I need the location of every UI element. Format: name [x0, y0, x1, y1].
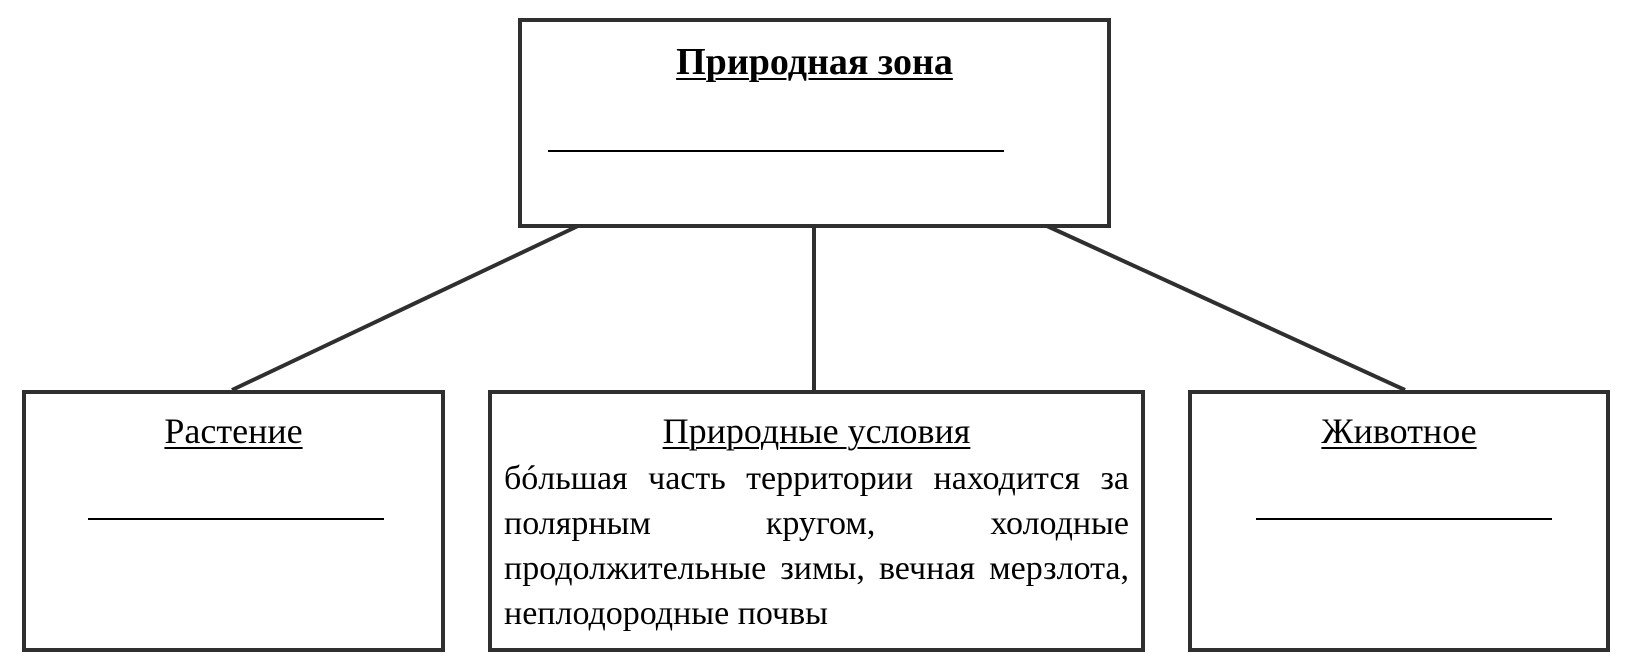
connector-to-animal — [1046, 224, 1406, 392]
animal-box: Животное — [1188, 390, 1610, 652]
natural-zone-title: Природная зона — [676, 41, 953, 83]
natural-conditions-description: бóльшая часть территории находится за по… — [504, 460, 1129, 632]
animal-answer-blank[interactable] — [1256, 518, 1552, 520]
animal-title: Животное — [1321, 411, 1477, 451]
natural-zone-answer-blank[interactable] — [548, 150, 1004, 152]
plant-box: Растение — [22, 390, 445, 652]
natural-conditions-box: Природные условия бóльшая часть территор… — [488, 390, 1145, 652]
connector-to-plant — [231, 224, 579, 392]
plant-answer-blank[interactable] — [88, 518, 384, 520]
plant-title: Растение — [164, 411, 303, 451]
natural-conditions-title: Природные условия — [662, 411, 971, 451]
natural-zone-box: Природная зона — [518, 18, 1111, 228]
